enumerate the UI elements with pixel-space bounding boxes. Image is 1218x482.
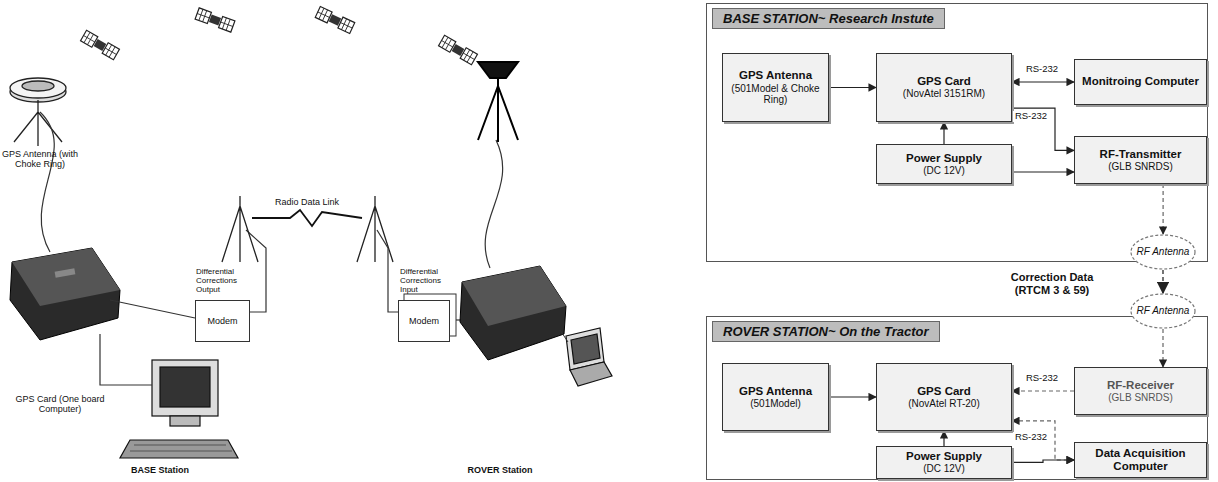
connector bbox=[1162, 184, 1163, 234]
rover-laptop bbox=[566, 328, 612, 386]
radio-antenna-tripod bbox=[222, 196, 393, 262]
part-label: Differential Corrections Input bbox=[400, 268, 460, 294]
connector bbox=[1162, 270, 1164, 293]
base-computer bbox=[120, 360, 238, 458]
station-panel: BASE STATION~ Research InstuteGPS Antenn… bbox=[706, 3, 1208, 262]
connector bbox=[829, 396, 876, 397]
box-subtitle: (GLB SNRDS) bbox=[1108, 392, 1172, 404]
component-box: GPS Antenna(501Model) bbox=[722, 363, 829, 431]
edge-label: RS-232 bbox=[1024, 64, 1060, 75]
component-box: Power Supply(DC 12V) bbox=[876, 446, 1012, 479]
box-title: RF-Receiver bbox=[1107, 379, 1174, 392]
box-title: GPS Card bbox=[917, 75, 971, 88]
box-title: GPS Antenna bbox=[739, 69, 812, 82]
base-gps-antenna bbox=[10, 78, 66, 146]
radio-link-zigzag bbox=[252, 210, 362, 226]
box-subtitle: (NovAtel RT-20) bbox=[908, 398, 980, 410]
component-box: Data Acquisition Computer bbox=[1074, 442, 1207, 478]
rover-gps-card-device bbox=[460, 266, 566, 360]
box-title: Data Acquisition Computer bbox=[1079, 447, 1202, 473]
station-caption: ROVER Station bbox=[455, 466, 545, 476]
edge-label: Correction Data (RTCM 3 & 59) bbox=[994, 271, 1110, 296]
box-title: GPS Card bbox=[917, 385, 971, 398]
edge-label: RS-232 bbox=[1024, 373, 1060, 384]
station-panel: ROVER STATION~ On the TractorRF AntennaG… bbox=[706, 316, 1208, 480]
connector bbox=[1012, 108, 1074, 150]
satellite bbox=[439, 35, 478, 64]
component-box: RF-Receiver(GLB SNRDS) bbox=[1074, 367, 1207, 415]
component-box: GPS Card(NovAtel 3151RM) bbox=[876, 53, 1012, 122]
connector bbox=[1162, 329, 1163, 367]
component-box: Power Supply(DC 12V) bbox=[876, 144, 1012, 184]
box-title: Power Supply bbox=[906, 450, 982, 463]
satellite bbox=[315, 7, 355, 34]
component-box: RF-Transmitter(GLB SNRDS) bbox=[1074, 136, 1207, 184]
rf-antenna-ellipse: RF Antenna bbox=[1130, 293, 1196, 329]
connector bbox=[1012, 460, 1074, 462]
antenna-label: RF Antenna bbox=[1137, 246, 1190, 258]
modem-label: Modem bbox=[207, 316, 237, 326]
box-subtitle: (GLB SNRDS) bbox=[1108, 161, 1172, 173]
component-box: GPS Antenna(501Model & Choke Ring) bbox=[722, 53, 829, 122]
panel-heading: ROVER STATION~ On the Tractor bbox=[712, 321, 940, 342]
part-label: Differential Corrections Output bbox=[196, 268, 252, 294]
satellite bbox=[81, 30, 120, 59]
connector bbox=[1012, 421, 1074, 460]
part-label: Radio Data Link bbox=[257, 198, 357, 208]
station-caption: BASE Station bbox=[115, 466, 205, 476]
box-title: Power Supply bbox=[906, 152, 982, 165]
connector bbox=[1012, 171, 1074, 172]
box-subtitle: (501Model & Choke Ring) bbox=[727, 83, 824, 106]
box-subtitle: (501Model) bbox=[750, 398, 801, 410]
connector bbox=[1012, 81, 1074, 82]
connector bbox=[1012, 390, 1074, 391]
box-subtitle: (DC 12V) bbox=[923, 165, 965, 177]
box-title: Monitroing Computer bbox=[1082, 75, 1199, 88]
connector bbox=[943, 431, 944, 446]
modem-label: Modem bbox=[409, 316, 439, 326]
rover-gps-antenna bbox=[478, 62, 518, 142]
modem-box: Modem bbox=[398, 300, 450, 342]
connector bbox=[943, 122, 944, 144]
rf-antenna-ellipse: RF Antenna bbox=[1130, 234, 1196, 270]
base-gps-card-device bbox=[10, 248, 120, 340]
connector bbox=[829, 87, 876, 88]
component-box: GPS Card(NovAtel RT-20) bbox=[876, 363, 1012, 431]
box-subtitle: (DC 12V) bbox=[923, 463, 965, 475]
part-label: GPS Card (One board Computer) bbox=[10, 395, 110, 415]
box-title: RF-Transmitter bbox=[1100, 148, 1182, 161]
box-subtitle: (NovAtel 3151RM) bbox=[903, 88, 985, 100]
panel-heading: BASE STATION~ Research Instute bbox=[712, 8, 945, 29]
antenna-label: RF Antenna bbox=[1137, 305, 1190, 317]
satellite bbox=[195, 8, 235, 32]
box-title: GPS Antenna bbox=[739, 385, 812, 398]
component-box: Monitroing Computer bbox=[1074, 59, 1207, 105]
modem-box: Modem bbox=[195, 300, 250, 342]
part-label: GPS Antenna (with Choke Ring) bbox=[0, 150, 80, 170]
edge-label: RS-232 bbox=[1013, 111, 1049, 122]
edge-label: RS-232 bbox=[1013, 432, 1049, 443]
